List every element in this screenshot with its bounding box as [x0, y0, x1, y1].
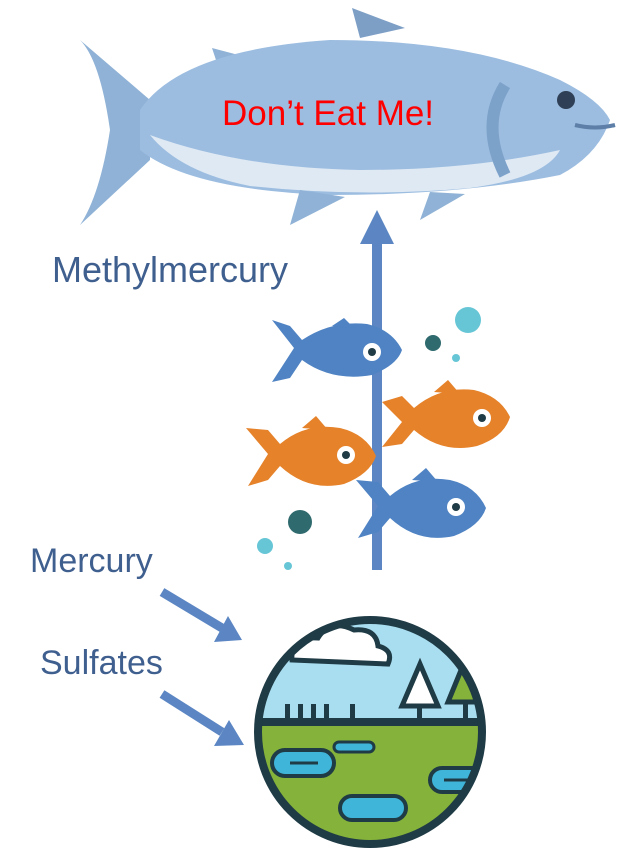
- wetland-icon: [250, 620, 500, 856]
- salmon-eye-icon: [557, 91, 575, 109]
- blue-fish-icon: [272, 318, 402, 382]
- warning-label: Don’t Eat Me!: [222, 96, 434, 131]
- orange-fish-icon: [246, 416, 376, 486]
- mercury-label: Mercury: [30, 544, 153, 578]
- sulfates-label: Sulfates: [40, 646, 163, 680]
- methylmercury-label: Methylmercury: [52, 252, 288, 288]
- mercury-input-arrow: [162, 592, 242, 642]
- orange-fish-icon: [382, 380, 510, 448]
- sulfates-input-arrow: [162, 694, 244, 746]
